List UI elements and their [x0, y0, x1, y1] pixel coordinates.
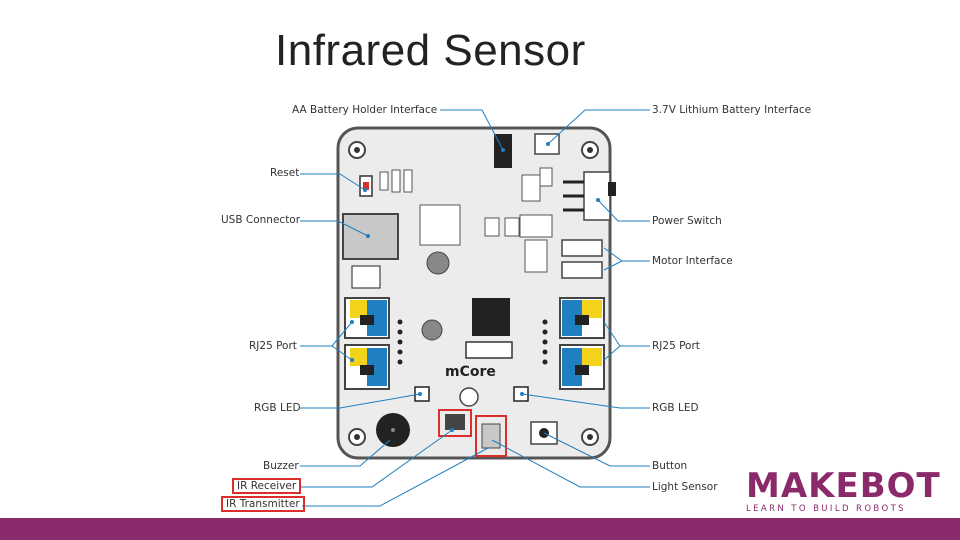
label-power-switch: Power Switch [652, 215, 722, 227]
logo-tagline: LEARN TO BUILD ROBOTS [746, 504, 906, 514]
power-switch [583, 171, 611, 221]
ir-receiver [445, 414, 465, 430]
label-rgb-right: RGB LED [652, 402, 699, 414]
label-light-sensor: Light Sensor [652, 481, 718, 493]
ir-transmitter [481, 423, 501, 449]
label-rj25-right: RJ25 Port [652, 340, 700, 352]
label-lithium-battery: 3.7V Lithium Battery Interface [652, 104, 812, 116]
label-usb: USB Connector [221, 214, 301, 226]
label-button: Button [652, 460, 688, 472]
usb-connector [342, 213, 399, 260]
rj25-ports-right [559, 297, 605, 390]
motor-connector-1 [561, 239, 603, 257]
label-buzzer: Buzzer [263, 460, 299, 472]
bottom-bar [0, 518, 960, 540]
mounting-holes [348, 141, 599, 446]
board-brand: mCore [445, 364, 496, 380]
slide-title: Infrared Sensor [275, 26, 586, 75]
label-reset: Reset [270, 167, 300, 179]
label-rj25-left: RJ25 Port [249, 340, 297, 352]
label-ir-transmitter: IR Transmitter [221, 496, 305, 512]
mcu-chip [472, 298, 510, 336]
board-body [336, 126, 612, 460]
label-motor: Motor Interface [652, 255, 733, 267]
makebot-logo: MAKEBOT LEARN TO BUILD ROBOTS [746, 468, 942, 514]
rj25-ports-left [344, 297, 390, 390]
label-rgb-left: RGB LED [254, 402, 301, 414]
label-aa-battery: AA Battery Holder Interface [292, 104, 438, 116]
logo-name: MAKEBOT [746, 466, 941, 506]
motor-connector-2 [561, 261, 603, 279]
label-ir-receiver: IR Receiver [232, 478, 302, 494]
